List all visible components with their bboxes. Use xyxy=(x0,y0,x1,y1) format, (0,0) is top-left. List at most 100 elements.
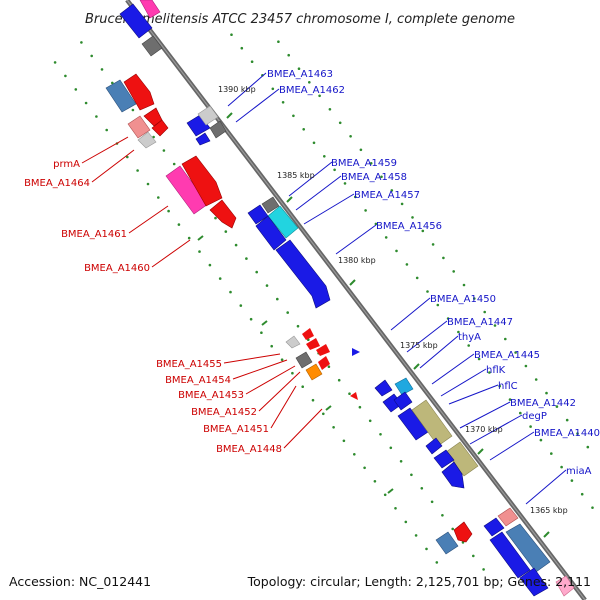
ruler-dot xyxy=(364,209,367,212)
gene-arrow[interactable] xyxy=(318,356,330,370)
gene-arrow[interactable] xyxy=(305,363,323,381)
gene-arrow[interactable] xyxy=(105,79,137,113)
gene-label[interactable]: BMEA_A1463 xyxy=(267,69,333,80)
gene-label[interactable]: BMEA_A1451 xyxy=(203,424,269,435)
ruler-dot xyxy=(271,87,275,91)
gene-label[interactable]: BMEA_A1456 xyxy=(376,221,442,232)
gene-arrow[interactable] xyxy=(425,437,443,455)
ruler-dot xyxy=(483,310,487,314)
gene-label[interactable]: hflK xyxy=(486,365,506,376)
ruler-dot xyxy=(255,270,258,274)
gene-label[interactable]: BMEA_A1460 xyxy=(84,263,150,274)
ruler-dot xyxy=(395,249,398,253)
gene-arrow[interactable] xyxy=(497,507,519,527)
gene-label[interactable]: BMEA_A1455 xyxy=(156,359,222,370)
ruler-dot xyxy=(404,520,408,524)
gene-arrow[interactable] xyxy=(374,379,393,397)
gene-arrow[interactable] xyxy=(141,35,163,57)
ruler-dot xyxy=(524,364,528,368)
gene-arrow[interactable] xyxy=(394,377,414,396)
gene-arrow[interactable] xyxy=(119,3,153,39)
gene-arrow[interactable] xyxy=(151,119,169,137)
gene-arrow[interactable] xyxy=(555,575,575,597)
gene-label[interactable]: BMEA_A1448 xyxy=(216,444,282,455)
gene-arrow[interactable] xyxy=(275,239,331,309)
ruler-dot xyxy=(208,263,212,267)
gene-label[interactable]: BMEA_A1454 xyxy=(165,375,231,386)
ruler-dot xyxy=(297,67,301,70)
ruler-dot xyxy=(354,195,357,199)
gene-label[interactable]: BMEA_A1461 xyxy=(61,229,127,240)
gene-arrow[interactable] xyxy=(209,199,237,229)
gene-arrow[interactable] xyxy=(489,531,531,579)
gene-label[interactable]: BMEA_A1440 xyxy=(534,428,600,439)
ruler-dot xyxy=(498,384,502,388)
gene-arrow[interactable] xyxy=(505,523,551,573)
ruler-dot xyxy=(301,385,305,389)
gene-label[interactable]: BMEA_A1464 xyxy=(24,178,90,189)
gene-label[interactable]: thyA xyxy=(458,332,481,343)
ruler-dot xyxy=(467,344,471,347)
leader-line xyxy=(258,371,301,412)
ruler-dot xyxy=(426,290,429,293)
ruler-dot xyxy=(162,149,166,152)
gene-arrow[interactable] xyxy=(181,155,223,207)
ruler-dot xyxy=(270,344,274,348)
gene-arrow[interactable] xyxy=(295,351,313,369)
gene-arrow[interactable] xyxy=(209,120,227,139)
gene-label[interactable]: BMEA_A1457 xyxy=(354,190,420,201)
gene-label[interactable]: BMEA_A1452 xyxy=(191,407,257,418)
gene-arrow[interactable] xyxy=(453,521,473,543)
gene-arrow[interactable] xyxy=(411,399,453,447)
gene-arrow[interactable] xyxy=(435,531,459,555)
gene-arrow[interactable] xyxy=(352,348,360,356)
gene-label[interactable]: hflC xyxy=(498,381,518,392)
gene-label[interactable]: degP xyxy=(522,411,547,422)
gene-arrow[interactable] xyxy=(393,391,413,411)
gene-label[interactable]: BMEA_A1450 xyxy=(430,294,496,305)
gene-arrow[interactable] xyxy=(483,517,505,537)
leader-line xyxy=(295,175,342,211)
ruler-dot xyxy=(126,155,129,159)
ruler-dot xyxy=(473,297,476,300)
gene-arrow[interactable] xyxy=(433,449,455,469)
gene-arrow[interactable] xyxy=(302,328,314,340)
gene-arrow[interactable] xyxy=(441,461,465,489)
ruler-dot xyxy=(586,445,590,449)
gene-label[interactable]: BMEA_A1442 xyxy=(510,398,576,409)
gene-arrow[interactable] xyxy=(197,105,219,126)
gene-arrow[interactable] xyxy=(127,115,151,139)
ruler-dot xyxy=(400,202,404,206)
gene-arrow[interactable] xyxy=(285,335,301,349)
ruler-dot xyxy=(472,554,475,558)
tick-mark xyxy=(349,279,356,286)
gene-arrow[interactable] xyxy=(137,131,157,149)
gene-label[interactable]: BMEA_A1462 xyxy=(279,85,345,96)
ruler-dot xyxy=(249,317,253,321)
gene-arrow[interactable] xyxy=(123,73,155,111)
ruler-dot xyxy=(53,61,57,64)
gene-label[interactable]: BMEA_A1445 xyxy=(474,350,540,361)
tick-mark xyxy=(325,405,332,411)
gene-label[interactable]: BMEA_A1459 xyxy=(331,158,397,169)
gene-arrow[interactable] xyxy=(306,338,320,350)
gene-arrow[interactable] xyxy=(195,132,211,146)
gene-arrow[interactable] xyxy=(261,196,280,214)
gene-label[interactable]: miaA xyxy=(566,466,592,477)
ruler-dot xyxy=(260,331,263,335)
gene-arrow[interactable] xyxy=(519,567,549,597)
ruler-dot xyxy=(105,128,108,132)
gene-arrow[interactable] xyxy=(139,0,161,19)
gene-arrow[interactable] xyxy=(316,344,330,356)
ruler-dot xyxy=(405,263,409,266)
gene-label[interactable]: BMEA_A1453 xyxy=(178,390,244,401)
gene-arrow[interactable] xyxy=(350,392,358,400)
ruler-dot xyxy=(177,223,181,226)
scale-label-1375: 1375 kbp xyxy=(400,341,438,350)
ruler-dot xyxy=(187,236,191,240)
gene-arrow[interactable] xyxy=(267,205,299,239)
gene-label[interactable]: prmA xyxy=(53,159,80,170)
gene-label[interactable]: BMEA_A1447 xyxy=(447,317,513,328)
gene-arrow[interactable] xyxy=(255,215,287,251)
gene-label[interactable]: BMEA_A1458 xyxy=(341,172,407,183)
